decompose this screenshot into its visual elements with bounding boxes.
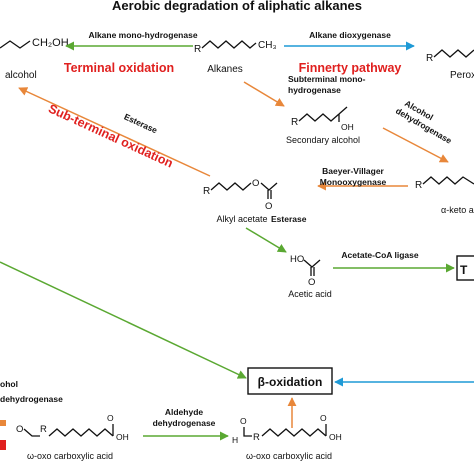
primary-alcohol-label: alcohol	[5, 70, 37, 81]
enzyme-esterase-lower: Esterase	[271, 214, 307, 224]
peroxide-label: Perox	[450, 70, 474, 81]
tca-box-label: T	[460, 263, 468, 277]
enzyme-esterase-top: Esterase	[122, 111, 159, 135]
secondary-alcohol-oh: OH	[341, 122, 354, 132]
terminal-to-beta-arrow	[0, 261, 247, 379]
alkane-chain	[201, 40, 257, 49]
primary-alcohol-structure	[0, 40, 31, 49]
enzyme-left-dehydrogenase-partial: dehydrogenase	[0, 394, 63, 404]
oxo-left-r-group: R	[40, 424, 47, 435]
oxo-left-aldehyde	[23, 428, 40, 437]
oxo-right-carbonyl-o-left: O	[240, 416, 247, 426]
enzyme-subterminal-line2: hydrogenase	[288, 85, 341, 95]
esterase-arrow	[245, 227, 287, 253]
pathway-subterminal-oxidation: Sub-terminal oxidation	[46, 101, 175, 170]
enzyme-acetate-coa-ligase: Acetate-CoA ligase	[341, 250, 418, 260]
alkyl-acetate-ester-o: O	[252, 178, 259, 189]
oxo-right-chain	[261, 428, 327, 437]
alpha-keto-label: α-keto al	[441, 205, 474, 215]
subterminal-oxidation-arrow	[18, 87, 211, 177]
tca-box	[456, 255, 474, 281]
alkane-formula: CH₃	[258, 40, 277, 51]
oxo-right-r-group: R	[253, 432, 260, 443]
alkane-label: Alkanes	[207, 64, 243, 75]
oxo-left-hydroxyl: OH	[116, 432, 129, 442]
alkyl-acetate-acyl	[260, 182, 278, 191]
enzyme-aldehyde-dh-line2: dehydrogenase	[153, 418, 216, 428]
left-red-fragment	[0, 440, 6, 450]
diagram-title: Aerobic degradation of aliphatic alkanes	[112, 0, 362, 13]
alkyl-acetate-carbonyl-o: O	[265, 201, 272, 212]
enzyme-aldehyde-dh-line1: Aldehyde	[165, 407, 204, 417]
peroxide-chain	[433, 49, 474, 58]
pathway-terminal-oxidation: Terminal oxidation	[64, 61, 174, 75]
subterminal-label-group: Esterase Sub-terminal oxidation	[46, 101, 175, 170]
oxo-right-label: ω-oxo carboxylic acid	[246, 451, 332, 461]
oxo-right-hydroxyl-left: H	[232, 435, 238, 445]
alkyl-acetate-chain	[210, 182, 252, 191]
subterminal-arrow	[243, 81, 285, 107]
acetic-acid-carbonyl-o: O	[308, 277, 315, 288]
secondary-alcohol-r-group: R	[291, 117, 298, 128]
alpha-keto-chain	[422, 176, 474, 185]
peroxide-r-group: R	[426, 53, 433, 64]
oxo-left-carbonyl-o: O	[107, 413, 114, 423]
alpha-keto-r-group: R	[415, 180, 422, 191]
left-orange-fragment	[0, 420, 6, 426]
primary-alcohol-formula: CH₂OH	[32, 37, 69, 49]
acetic-acid-skeleton	[303, 259, 321, 268]
enzyme-left-alcohol-partial: ohol	[0, 379, 18, 389]
alkyl-acetate-label: Alkyl acetate	[216, 214, 267, 224]
pathway-finnerty: Finnerty pathway	[299, 61, 402, 75]
oxo-right-acid-left	[243, 427, 252, 437]
acetic-acid-ho: HO	[290, 254, 304, 265]
alcohol-dehydrogenase-arrow	[382, 127, 449, 163]
enzyme-baeyer-villiger-line2: Monooxygenase	[320, 177, 387, 187]
enzyme-alkane-monohydrogenase: Alkane mono-hydrogenase	[88, 30, 197, 40]
secondary-alcohol-chain	[298, 113, 340, 122]
beta-oxidation-box	[247, 367, 333, 395]
secondary-alcohol-label: Secondary alcohol	[286, 135, 360, 145]
enzyme-subterminal-line1: Subterminal mono-	[288, 74, 366, 84]
enzyme-alkane-dioxygenase: Alkane dioxygenase	[309, 30, 391, 40]
oxo-left-label: ω-oxo carboxylic acid	[27, 451, 113, 461]
alkyl-acetate-r-group: R	[203, 186, 210, 197]
enzyme-baeyer-villiger-line1: Baeyer-Villager	[322, 166, 384, 176]
oxo-right-hydroxyl: OH	[329, 432, 342, 442]
oxo-left-aldehyde-o: O	[16, 424, 23, 435]
oxo-left-chain	[48, 428, 114, 437]
acetic-acid-label: Acetic acid	[288, 289, 332, 299]
secondary-methyl-bond	[338, 106, 348, 115]
alkane-r-group: R	[194, 44, 201, 55]
oxo-right-carbonyl-o: O	[320, 413, 327, 423]
beta-oxidation-label: β-oxidation	[258, 375, 323, 389]
